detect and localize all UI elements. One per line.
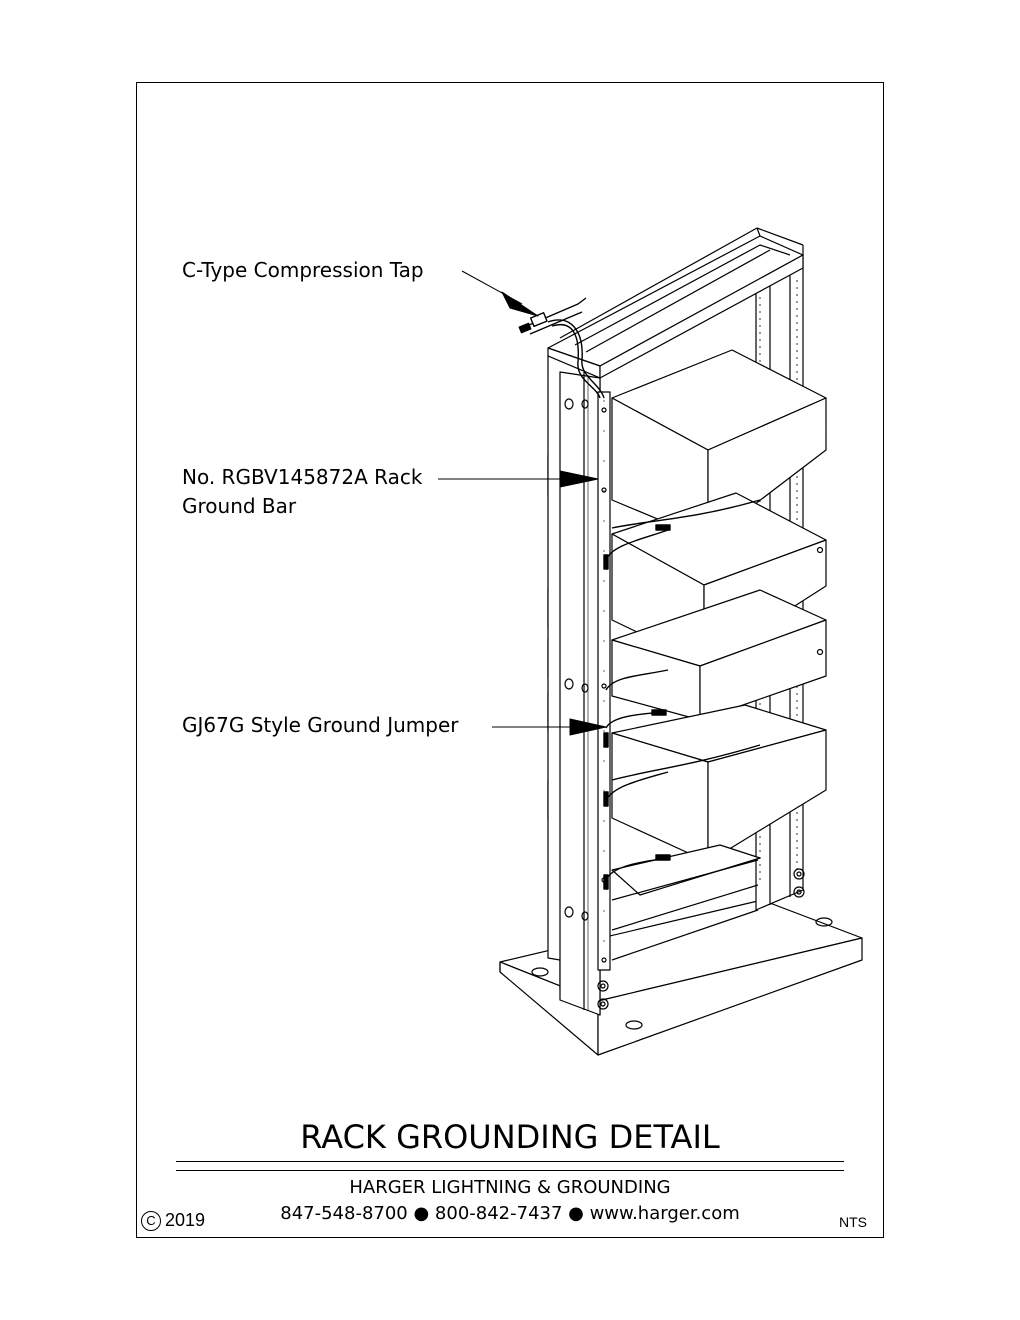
front-upright — [547, 355, 601, 1016]
top-frame — [547, 227, 804, 379]
ground-jumpers — [603, 499, 761, 890]
drawing-border — [136, 82, 884, 1238]
scale-note: NTS — [839, 1214, 867, 1230]
copyright-year: 2019 — [165, 1210, 206, 1230]
rack-ground-bar — [597, 391, 611, 971]
lower-shelf — [611, 844, 761, 961]
callout-ground-bar-line2: Ground Bar — [182, 494, 297, 518]
title-rule-upper — [176, 1161, 844, 1162]
equipment-chassis-4 — [611, 704, 827, 863]
company-name: HARGER LIGHTNING & GROUNDING — [349, 1177, 671, 1198]
callout-ground-bar-line1: No. RGBV145872A Rack — [182, 465, 423, 489]
equipment-chassis-3 — [611, 589, 827, 721]
title-rule-lower — [176, 1170, 844, 1171]
callout-leaders — [438, 270, 607, 736]
base-bolts — [597, 868, 805, 1010]
copyright-symbol: C — [141, 1211, 161, 1231]
compression-tap-conductor — [518, 297, 605, 399]
callout-compression-tap: C-Type Compression Tap — [182, 258, 424, 282]
drawing-title: RACK GROUNDING DETAIL — [300, 1118, 720, 1156]
callout-ground-jumper: GJ67G Style Ground Jumper — [182, 713, 459, 737]
contact-info: 847-548-8700 ● 800-842-7437 ● www.harger… — [280, 1203, 740, 1224]
